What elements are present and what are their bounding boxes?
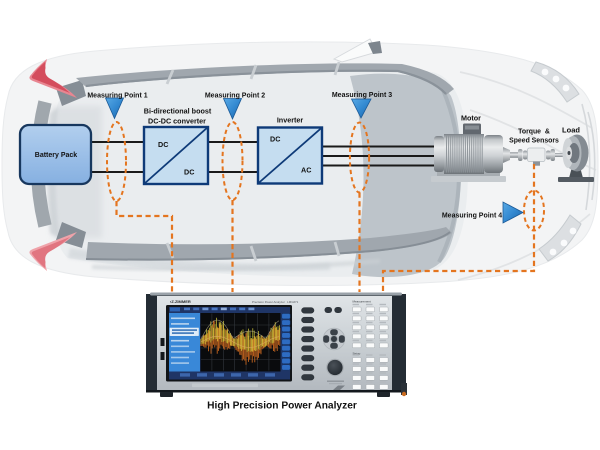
svg-text:Torque &: Torque &	[518, 129, 550, 136]
svg-text:DC: DC	[270, 135, 280, 144]
svg-text:Inverter: Inverter	[277, 116, 304, 125]
svg-text:Load: Load	[562, 126, 580, 135]
svg-text:High Precision Power Analyzer: High Precision Power Analyzer	[207, 401, 357, 412]
svg-text:▪Z.ZIMMER: ▪Z.ZIMMER	[170, 299, 191, 304]
svg-text:Precision Power Analyzer LMG: Precision Power Analyzer LMG671	[252, 300, 299, 304]
svg-text:DC: DC	[184, 168, 194, 177]
svg-text:DC-DC converter: DC-DC converter	[148, 117, 206, 126]
svg-text:Measuring Point 2: Measuring Point 2	[205, 93, 265, 100]
svg-text:DC: DC	[158, 140, 168, 149]
svg-text:Measurement: Measurement	[353, 300, 372, 304]
svg-text:Bi-directional boost: Bi-directional boost	[144, 107, 212, 116]
svg-text:Motor: Motor	[461, 114, 481, 123]
svg-text:Battery Pack: Battery Pack	[35, 152, 78, 159]
svg-text:Speed Sensors: Speed Sensors	[509, 138, 559, 145]
svg-text:AC: AC	[301, 166, 311, 175]
svg-text:Measuring Point 1: Measuring Point 1	[87, 93, 147, 100]
svg-text:Measuring Point 3: Measuring Point 3	[332, 92, 392, 99]
svg-text:Measuring Point 4: Measuring Point 4	[442, 213, 502, 220]
svg-text:Setup: Setup	[353, 352, 361, 356]
